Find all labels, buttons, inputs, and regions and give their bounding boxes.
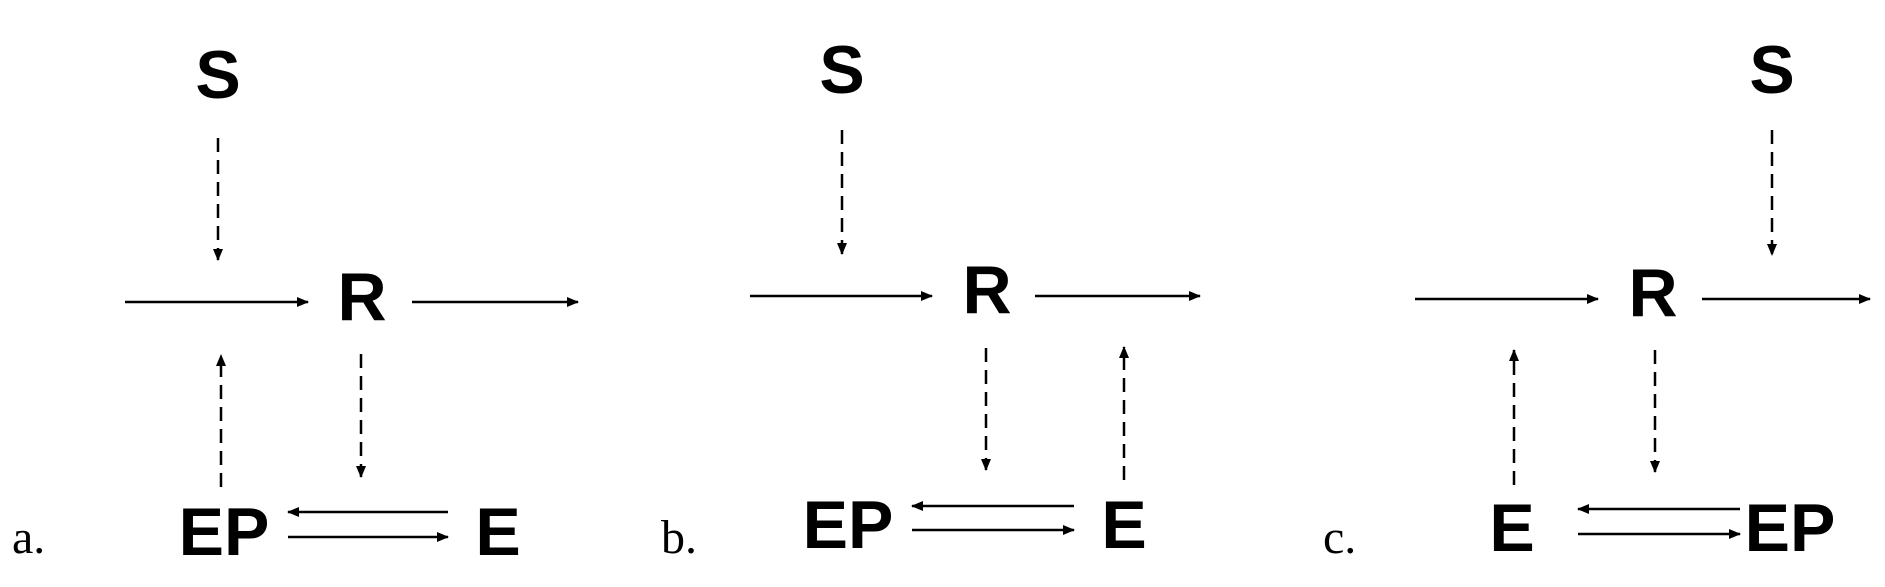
node-s: S xyxy=(195,37,240,113)
panel-label: b. xyxy=(661,511,697,564)
node-r: R xyxy=(962,252,1011,328)
panel-label: c. xyxy=(1323,511,1356,564)
panel-b: S R EP E b. xyxy=(661,32,1201,564)
node-e: E xyxy=(1101,487,1146,563)
node-ep: EP xyxy=(803,487,894,563)
node-e: E xyxy=(475,494,520,570)
node-ep: EP xyxy=(179,494,270,570)
node-r: R xyxy=(1628,255,1677,331)
panel-label: a. xyxy=(12,511,45,564)
node-s: S xyxy=(1749,32,1794,108)
node-r: R xyxy=(337,259,386,335)
panel-c: S R E EP c. xyxy=(1323,32,1871,566)
node-s: S xyxy=(819,32,864,108)
panel-a: S R EP E a. xyxy=(12,37,579,570)
node-e: E xyxy=(1489,490,1534,566)
node-ep: EP xyxy=(1745,490,1836,566)
